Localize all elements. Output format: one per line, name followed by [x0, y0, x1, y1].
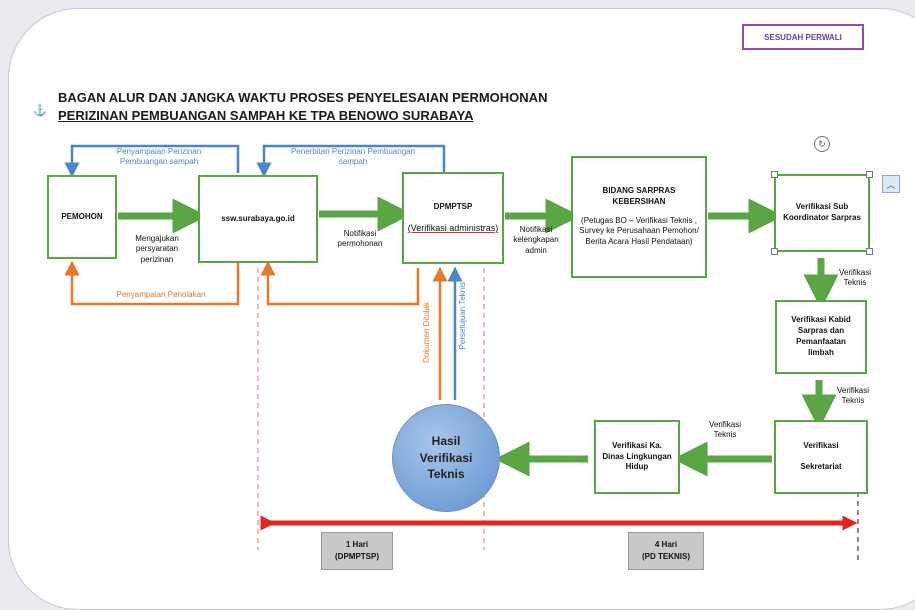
node-subkoor-label: Verifikasi Sub Koordinator Sarpras	[783, 202, 861, 222]
node-kadinas-label: Verifikasi Ka. Dinas Lingkungan Hidup	[602, 440, 672, 472]
label-persetujuan-teknis: Persetujuan Teknis	[458, 282, 467, 350]
label-verifikasi-teknis-3: Verifikasi Teknis	[708, 420, 741, 440]
timeline-right-unit: (PD TEKNIS)	[642, 552, 690, 561]
label-mengajukan: Mengajukan persyaratan perizinan	[135, 234, 179, 264]
node-subkoor[interactable]: Verifikasi Sub Koordinator Sarpras	[774, 174, 870, 252]
node-pemohon: PEMOHON	[47, 175, 117, 259]
arrow-dpmptsp-to-ssw-reject	[260, 260, 420, 306]
node-hasil-line1: Hasil	[431, 433, 461, 448]
label-verifikasi-teknis-1: Verifikasi Teknis	[838, 268, 871, 288]
anchor-icon: ⚓	[33, 105, 47, 117]
label-dokumen-ditolak: Dokumen Ditolak	[422, 302, 431, 363]
arrow-penerbitan-perizinan	[256, 144, 446, 178]
node-dpmptsp-title: DPMPTSP	[433, 201, 473, 211]
node-pemohon-label: PEMOHON	[61, 211, 103, 221]
node-sarpras: BIDANG SARPRAS KEBERSIHAN (Petugas BO – …	[571, 156, 707, 278]
node-kabid: Verifikasi Kabid Sarpras dan Pemanfaatan…	[775, 300, 867, 374]
status-tag: SESUDAH PERWALI	[742, 24, 864, 50]
collapse-chevron-up-icon[interactable]: ︿	[882, 175, 900, 193]
timeline-box-dpmptsp: 1 Hari (DPMPTSP)	[321, 532, 393, 570]
timeline-left-days: 1 Hari	[345, 540, 369, 550]
node-dpmptsp: DPMPTSP (Verifikasi administras)	[402, 172, 504, 264]
label-verifikasi-teknis-2: Verifikasi Teknis	[836, 386, 869, 406]
node-dpmptsp-sub: (Verifikasi administras)	[407, 223, 499, 234]
rotate-handle-icon[interactable]: ↻	[814, 136, 830, 152]
label-notifikasi-permohonan: Notifikasi permohonan	[337, 229, 383, 249]
node-hasil-line2: Verifikasi	[419, 450, 473, 465]
resize-handle-tl[interactable]	[771, 171, 778, 178]
resize-handle-br[interactable]	[866, 248, 873, 255]
timeline-box-pd-teknis: 4 Hari (PD TEKNIS)	[628, 532, 704, 570]
timeline-left-unit: (DPMPTSP)	[335, 552, 379, 561]
node-hasil-line3: Teknis	[427, 467, 465, 482]
label-penyampaian-perizinan: Penyampaian Perizinan Pembuangan sampah	[116, 147, 202, 167]
title-line-2: PERIZINAN PEMBUANGAN SAMPAH KE TPA BENOW…	[58, 108, 474, 123]
label-penerbitan-perizinan: Penerbitan Perizinan Pembuangan sampah	[290, 147, 416, 167]
node-ssw-label: ssw.surabaya.go.id	[221, 213, 295, 223]
arrow-penyampaian-penolakan	[64, 260, 240, 306]
node-hasil-verifikasi: Hasil Verifikasi Teknis	[392, 404, 500, 512]
resize-handle-tr[interactable]	[866, 171, 873, 178]
flow-connectors	[64, 144, 859, 560]
label-notifikasi-kelengkapan: Notifikasi kelengkapan admin	[513, 225, 559, 255]
node-sarpras-sub: (Petugas BO – Verifikasi Teknis , Survey…	[579, 215, 699, 247]
timeline-right-days: 4 Hari	[654, 540, 678, 550]
arrow-penyampaian-perizinan	[64, 144, 240, 178]
label-penyampaian-penolakan: Penyampaian Penolakan	[116, 290, 206, 299]
node-sekretariat-line2: Sekretariat	[800, 462, 842, 471]
resize-handle-bl[interactable]	[771, 248, 778, 255]
node-kabid-label: Verifikasi Kabid Sarpras dan Pemanfaatan…	[791, 315, 851, 357]
node-ssw: ssw.surabaya.go.id	[198, 175, 318, 263]
node-sekretariat-line1: Verifikasi	[803, 441, 839, 451]
node-sekretariat: Verifikasi Sekretariat	[774, 420, 868, 494]
node-sarpras-title: BIDANG SARPRAS KEBERSIHAN	[602, 186, 676, 206]
node-kadinas: Verifikasi Ka. Dinas Lingkungan Hidup	[594, 420, 680, 494]
title-line-1: BAGAN ALUR DAN JANGKA WAKTU PROSES PENYE…	[58, 90, 548, 105]
